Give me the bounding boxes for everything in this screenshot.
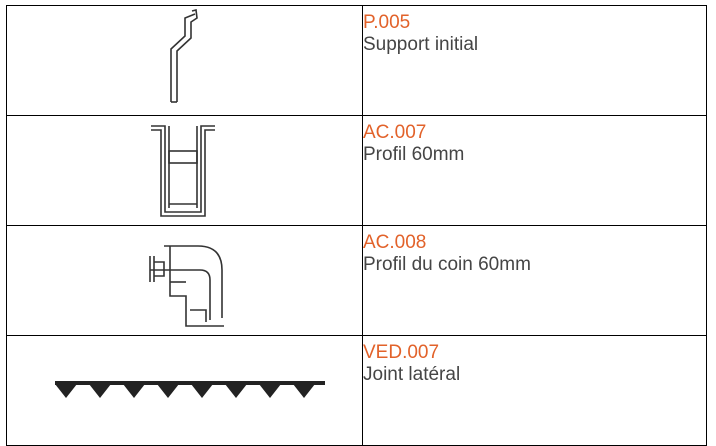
- side-seal-icon: [54, 381, 325, 398]
- product-description: Profil du coin 60mm: [363, 254, 531, 275]
- product-description: Joint latéral: [363, 364, 461, 385]
- product-code: VED.007: [363, 342, 440, 363]
- corner-profile-60mm-icon: [148, 245, 224, 327]
- product-description: Support initial: [363, 34, 479, 55]
- text-cell: AC.007 Profil 60mm: [362, 115, 707, 226]
- product-code: AC.007: [363, 122, 427, 143]
- product-code: P.005: [363, 12, 411, 33]
- table-row: AC.007 Profil 60mm: [6, 115, 707, 226]
- profile-60mm-icon: [150, 125, 215, 217]
- icon-cell: [6, 115, 363, 226]
- table-row: P.005 Support initial: [6, 5, 707, 116]
- icon-cell: [6, 225, 363, 336]
- product-code: AC.008: [363, 232, 427, 253]
- text-cell: P.005 Support initial: [362, 5, 707, 116]
- initial-support-profile-icon: [169, 9, 198, 103]
- icon-cell: [6, 5, 363, 116]
- text-cell: VED.007 Joint latéral: [362, 335, 707, 446]
- text-cell: AC.008 Profil du coin 60mm: [362, 225, 707, 336]
- icon-cell: [6, 335, 363, 446]
- product-table: P.005 Support initial AC.007 Profil 60mm: [6, 5, 707, 446]
- product-description: Profil 60mm: [363, 144, 465, 165]
- table-row: AC.008 Profil du coin 60mm: [6, 225, 707, 336]
- table-row: VED.007 Joint latéral: [6, 335, 707, 446]
